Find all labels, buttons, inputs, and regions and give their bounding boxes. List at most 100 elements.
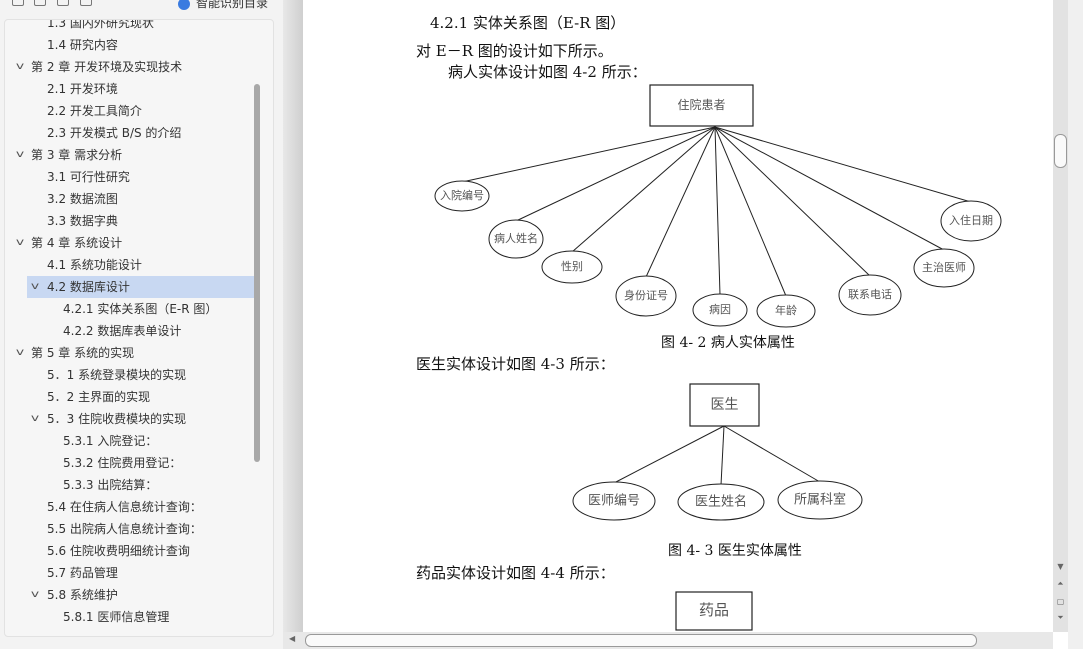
menu-icon[interactable] [80, 0, 92, 6]
entity-label: 医生 [711, 397, 739, 413]
attribute-ellipse [913, 248, 975, 288]
scroll-left-icon[interactable]: ◀ [289, 634, 296, 643]
attribute-ellipse [541, 250, 603, 284]
relation-line [714, 126, 945, 251]
vertical-scrollbar[interactable] [1053, 0, 1068, 632]
er-diagram: 入院编号病人姓名性别身份证号病因年龄联系电话主治医师入住日期住院患者医师编号医生… [434, 84, 1002, 631]
toggle-icon [178, 0, 190, 10]
attribute-ellipse [615, 275, 677, 317]
toc-item[interactable]: 3.2 数据流图 [5, 188, 255, 210]
upload-icon[interactable] [57, 0, 69, 6]
section-heading: 4.2.1 实体关系图（E-R 图） [430, 14, 626, 32]
toc-tree: 1.3 国内外研究现状 1.4 研究内容 v 第 2 章 开发环境及实现技术 2.1 开… [4, 19, 274, 637]
toc-item[interactable]: 5.3.2 住院费用登记： [5, 452, 255, 474]
toc-item[interactable]: 5.7 药品管理 [5, 562, 255, 584]
toc-item[interactable]: 5.3.1 入院登记： [5, 430, 255, 452]
entity-label: 药品 [699, 601, 729, 619]
chevron-down-icon[interactable]: v [15, 347, 25, 358]
prev-page-icon[interactable]: ⏶ [1057, 579, 1064, 588]
attribute-label: 联系电话 [848, 288, 892, 301]
toc-item-label: 3.3 数据字典 [47, 214, 118, 228]
toc-item-label: 第 3 章 需求分析 [31, 148, 123, 162]
toc-item-label: 第 2 章 开发环境及实现技术 [31, 60, 183, 74]
toc-item[interactable]: 5.8.1 医师信息管理 [5, 606, 255, 628]
toc-item[interactable]: 5.5 出院病人信息统计查询： [5, 518, 255, 540]
toc-item[interactable]: 5.4 在住病人信息统计查询： [5, 496, 255, 518]
attribute-ellipse [488, 219, 544, 259]
toc-item[interactable]: 2.3 开发模式 B/S 的介绍 [5, 122, 255, 144]
chevron-down-icon[interactable]: v [30, 281, 40, 292]
toc-item-label: 1.4 研究内容 [47, 38, 118, 52]
page-icon[interactable]: ▢ [1056, 597, 1065, 606]
drug-intro: 药品实体设计如图 4-4 所示： [416, 564, 615, 582]
toc-item[interactable]: v 第 4 章 系统设计 [5, 232, 255, 254]
attribute-label: 主治医师 [922, 260, 966, 274]
toc-item-label: 5.8 系统维护 [47, 588, 118, 602]
toc-scrollbar[interactable] [254, 84, 260, 462]
relation-line [714, 126, 721, 296]
smart-toc-toggle[interactable]: 智能识别目录 [178, 0, 268, 11]
attribute-label: 病因 [709, 302, 731, 316]
toc-item[interactable]: 4.2.2 数据库表单设计 [5, 320, 255, 342]
relation-line [720, 425, 725, 486]
toc-item[interactable]: 5.6 住院收费明细统计查询 [5, 540, 255, 562]
relation-line [515, 126, 716, 222]
toc-item[interactable]: 5．2 主界面的实现 [5, 386, 255, 408]
expand-icon[interactable] [12, 0, 24, 6]
vertical-scroll-thumb[interactable] [1054, 134, 1067, 168]
toc-item[interactable]: 5．1 系统登录模块的实现 [5, 364, 255, 386]
chevron-down-icon[interactable]: v [15, 61, 25, 72]
toc-item-label: 4.2.2 数据库表单设计 [63, 324, 182, 338]
toc-item[interactable]: 3.3 数据字典 [5, 210, 255, 232]
toc-item[interactable]: 1.3 国内外研究现状 [5, 19, 255, 34]
attribute-label: 医师编号 [588, 494, 640, 509]
toc-item[interactable]: v 5.8 系统维护 [5, 584, 255, 606]
toc-item[interactable]: 4.1 系统功能设计 [5, 254, 255, 276]
toc-item-label: 1.3 国内外研究现状 [47, 19, 154, 30]
toc-sidebar: 智能识别目录 1.3 国内外研究现状 1.4 研究内容 v 第 2 章 开发环境及实现… [0, 0, 283, 649]
splitter[interactable] [283, 0, 303, 632]
toc-item-label: 第 4 章 系统设计 [31, 236, 123, 250]
chevron-down-icon[interactable]: v [15, 237, 25, 248]
next-page-icon[interactable]: ⏷ [1057, 613, 1064, 622]
toc-item-label: 4.2.1 实体关系图（E-R 图） [63, 302, 218, 316]
attribute-ellipse [572, 481, 656, 521]
toc-item[interactable]: v 第 3 章 需求分析 [5, 144, 255, 166]
entity-box [649, 84, 754, 127]
relation-line [723, 425, 821, 483]
scroll-down-icon[interactable]: ▼ [1057, 562, 1064, 571]
toc-item[interactable]: 2.2 开发工具简介 [5, 100, 255, 122]
right-panel [1068, 0, 1083, 649]
toc-item[interactable]: 3.1 可行性研究 [5, 166, 255, 188]
chevron-down-icon[interactable]: v [30, 589, 40, 600]
collapse-icon[interactable] [34, 0, 46, 6]
toc-item-label: 5.4 在住病人信息统计查询： [47, 500, 202, 514]
entity-box [689, 383, 760, 427]
toc-item[interactable]: 1.4 研究内容 [5, 34, 255, 56]
toc-item[interactable]: 5.3.3 出院结算： [5, 474, 255, 496]
attribute-label: 性别 [561, 259, 583, 273]
toc-item[interactable]: 4.2.1 实体关系图（E-R 图） [5, 298, 255, 320]
toc-item[interactable]: v 第 2 章 开发环境及实现技术 [5, 56, 255, 78]
toc-item-label: 4.1 系统功能设计 [47, 258, 142, 272]
doctor-caption: 图 4- 3 医生实体属性 [668, 543, 802, 559]
toc-item[interactable]: 2.1 开发环境 [5, 78, 255, 100]
horizontal-scroll-thumb[interactable] [305, 634, 977, 647]
toc-toolbar: 智能识别目录 [0, 0, 283, 16]
patient-caption: 图 4- 2 病人实体属性 [661, 335, 795, 351]
chevron-down-icon[interactable]: v [30, 413, 40, 424]
relation-line [714, 126, 871, 277]
relation-line [714, 126, 972, 203]
doctor-intro: 医生实体设计如图 4-3 所示： [416, 355, 615, 373]
chevron-down-icon[interactable]: v [15, 149, 25, 160]
toc-item-label: 2.3 开发模式 B/S 的介绍 [47, 126, 182, 140]
toc-item-label: 5.3.3 出院结算： [63, 478, 158, 492]
entity-box [675, 591, 753, 631]
attribute-label: 入院编号 [440, 188, 484, 202]
toc-item-label: 2.2 开发工具简介 [47, 104, 142, 118]
attribute-ellipse [434, 180, 490, 212]
attribute-ellipse [940, 200, 1002, 242]
